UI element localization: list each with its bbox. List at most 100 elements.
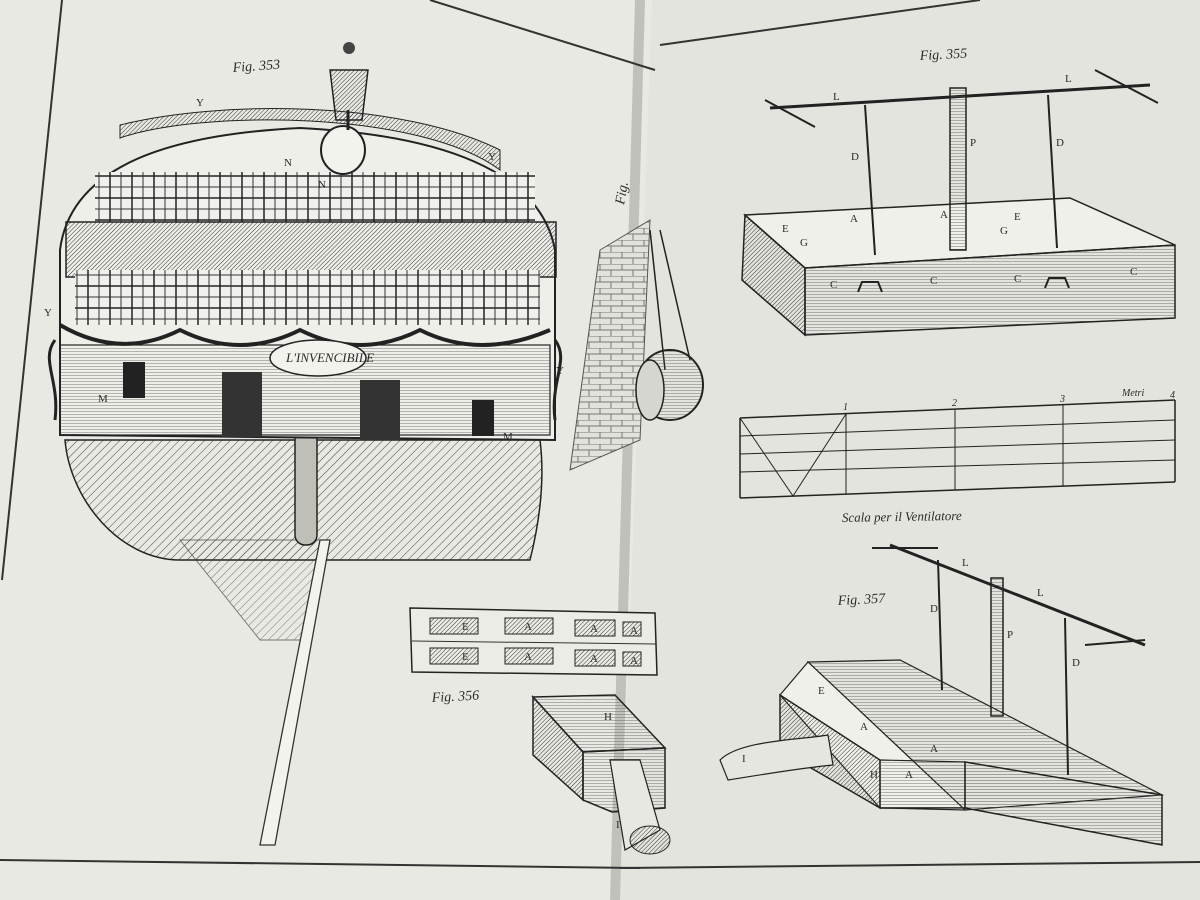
balcony-balustrade (65, 221, 557, 278)
fig355-label-e-2: E (1014, 211, 1021, 223)
scale-line-4 (739, 459, 1176, 473)
scale-line-2 (739, 419, 1176, 437)
label-y-3: Y (44, 307, 52, 319)
fig356-panel (409, 607, 658, 676)
fig357-label-l-1: L (962, 557, 969, 569)
fig357-label-l-2: L (1037, 587, 1044, 599)
gunport-2 (222, 372, 262, 437)
scale-caption: Scala per il Ventilatore (842, 508, 962, 525)
fig355-label-p: P (970, 137, 976, 149)
left-plate-bottom-border (0, 859, 641, 869)
fig356-top-label-3: A (590, 623, 598, 635)
fig355-label-l-1: L (833, 91, 840, 103)
fig355-label-e-1: E (782, 223, 789, 235)
barrel-rope-2 (659, 229, 691, 361)
fig355-title: Fig. 355 (918, 47, 967, 65)
slot-6 (504, 647, 554, 665)
lantern-finial (343, 42, 355, 54)
lower-windows (75, 270, 540, 325)
barrel-rope-1 (649, 229, 666, 371)
fig356-bottom-label-4: A (630, 655, 638, 667)
scale-tick-1: 1 (843, 402, 848, 413)
fig357-title: Fig. 357 (836, 591, 886, 609)
fig357-label-h: H (870, 769, 878, 781)
fig357-label-a-1: A (860, 721, 868, 733)
label-n-2: N (318, 179, 326, 191)
lever-end-left (764, 99, 816, 128)
right-plate-bottom-border (619, 861, 1200, 869)
crest-shield (320, 125, 366, 175)
outlet-pipe-357 (719, 734, 834, 781)
fig354-title: Fig. (613, 180, 632, 206)
ship-stern-drawing (47, 42, 563, 846)
fig355-label-g-2: G (1000, 225, 1008, 237)
fig355-label-c-4: C (1130, 266, 1137, 278)
fig357-label-e: E (818, 685, 825, 697)
taffrail-carving (119, 108, 501, 171)
lever-end-right-357 (1084, 639, 1146, 646)
scale-line-3 (739, 439, 1176, 455)
upper-box-front (964, 761, 1163, 846)
fig353-title: Fig. 353 (231, 58, 280, 76)
tube-label-i: I (616, 819, 620, 831)
rudder-post (259, 539, 331, 846)
slot-2 (504, 617, 554, 635)
fig356-bottom-label-2: A (524, 651, 532, 663)
barrel-head (635, 359, 665, 421)
slot-4 (622, 621, 642, 637)
slot-8 (622, 651, 642, 667)
fig357-label-i: I (742, 753, 746, 765)
panel-divider (411, 640, 657, 645)
name-cartouche (269, 339, 367, 377)
pivot-post-357 (990, 577, 1004, 717)
block-tube-drawing (531, 694, 671, 855)
fig357-label-a-3: A (905, 769, 913, 781)
left-plate-top-border (429, 0, 656, 71)
lever-end-right (1094, 69, 1159, 104)
fig355-ventilator (741, 69, 1176, 337)
gunport-4 (472, 400, 494, 436)
upper-windows (95, 172, 535, 222)
scale-diagonal (739, 413, 847, 497)
slot-7 (574, 649, 616, 667)
stern-lantern (329, 69, 369, 121)
scale-tick-4: 4 (1170, 390, 1175, 401)
pivot-post (949, 87, 967, 251)
slot-1 (429, 617, 479, 635)
fig355-label-a-1: A (850, 213, 858, 225)
gunport-1 (123, 362, 145, 398)
label-m-1: M (98, 393, 108, 405)
fig357-label-d-1: D (930, 603, 938, 615)
ventilator-scale (739, 399, 1176, 499)
scale-line-1 (739, 399, 1176, 419)
garland-ornament (58, 323, 551, 347)
slot-5 (429, 647, 479, 665)
fig357-ventilator (719, 543, 1165, 846)
left-plate-border (1, 0, 63, 581)
lever-bar-357 (889, 543, 1146, 647)
piston-rod-left-357 (937, 559, 943, 691)
lower-box-front (879, 759, 966, 809)
fig356-top-label-1: E (462, 621, 469, 633)
fig356-bottom-label-1: E (462, 651, 469, 663)
label-y-4: Y (556, 365, 564, 377)
fig355-label-c-1: C (830, 279, 837, 291)
label-n-1: N (284, 157, 292, 169)
fig355-label-l-2: L (1065, 73, 1072, 85)
fig357-label-a-2: A (930, 743, 938, 755)
scale-tick-3: 3 (1059, 394, 1065, 405)
fig355-label-c-2: C (930, 275, 937, 287)
valve-left (857, 281, 883, 293)
scale-line-5 (739, 481, 1176, 499)
fig355-label-g-1: G (800, 237, 808, 249)
fig356-top-label-2: A (524, 621, 532, 633)
block-label-h: H (604, 711, 612, 723)
scale-tick-2: 2 (952, 398, 957, 409)
fig356-top-label-4: A (630, 625, 638, 637)
fig356-title: Fig. 356 (430, 689, 479, 707)
ship-name: L'INVENCIBILE (285, 350, 374, 365)
scale-unit: Metri (1121, 388, 1144, 399)
fig355-label-d-2: D (1056, 137, 1064, 149)
